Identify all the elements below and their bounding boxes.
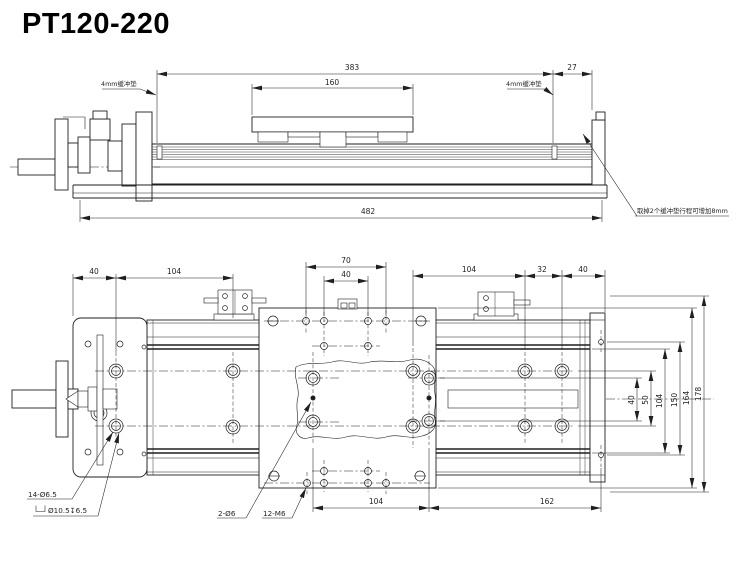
sensor-wire — [63, 116, 86, 129]
pin-holes-label: 2-Ø6 — [218, 509, 236, 518]
switch-pin — [513, 299, 531, 306]
dim-right-104: 104 — [655, 394, 664, 409]
bearing-block — [77, 136, 91, 174]
dim-top-right-104: 104 — [462, 265, 477, 274]
dim-top-mid-70: 70 — [341, 256, 351, 265]
handwheel-shaft-plan — [11, 389, 57, 409]
dim-top-left-40: 40 — [89, 267, 99, 276]
sensor-vane — [337, 298, 358, 310]
counterbore-count-label: 14-Ø6.5 — [28, 490, 57, 499]
side-view-carriage — [251, 116, 414, 148]
dim-top-left-104: 104 — [167, 267, 182, 276]
side-view-motor-assembly — [10, 110, 160, 202]
end-cap-side — [591, 119, 606, 186]
dim-bottom-104: 104 — [369, 497, 384, 506]
buffer-left-leader — [139, 88, 157, 96]
plan-view: 40 104 70 40 104 32 40 104 162 — [11, 256, 714, 519]
dim-top-right-32: 32 — [537, 265, 547, 274]
carriage-plate — [258, 307, 437, 489]
end-cap-step — [595, 111, 606, 121]
end-plate — [589, 312, 606, 483]
dim-right-178: 178 — [694, 387, 703, 402]
pin-hole — [426, 395, 432, 401]
handwheel-disc — [54, 118, 69, 191]
switch-body — [477, 291, 515, 317]
dim-overall-length: 383 — [345, 63, 360, 72]
coupling-plan — [102, 388, 118, 410]
dim-bottom-162: 162 — [540, 497, 555, 506]
switch-pin — [251, 297, 267, 304]
lock-knob-cap — [92, 110, 108, 120]
dim-end-gap: 27 — [567, 63, 577, 72]
dim-base-length: 482 — [361, 207, 376, 216]
side-view-dimensions: 383 27 160 482 4mm缓冲垫 4mm缓冲垫 取掉2个缓冲垫行程可增… — [79, 63, 729, 222]
plan-dimensions: 40 104 70 40 104 32 40 104 162 — [72, 256, 709, 512]
buffer-pad-left — [156, 145, 163, 160]
side-view-rail — [151, 111, 606, 186]
dim-table-length: 160 — [325, 78, 340, 87]
travel-note: 取掉2个缓冲垫行程可增加8mm — [637, 206, 728, 215]
drawing-title: PT120-220 — [22, 8, 170, 40]
handwheel-hub — [67, 142, 79, 168]
travel-note-leader — [582, 133, 638, 217]
base-slot — [447, 389, 579, 409]
hole-callouts: 14-Ø6.5 Ø10.5↧6.5 2-Ø6 12-M6 — [27, 401, 312, 519]
buffer-right-leader — [543, 86, 554, 96]
thread-holes-label: 12-M6 — [263, 509, 286, 518]
buffer-pad-right-label: 4mm缓冲垫 — [506, 79, 542, 88]
lock-knob-body — [89, 118, 111, 141]
counterbore-spec-leader — [97, 432, 120, 517]
handwheel-shaft — [17, 158, 56, 176]
side-view: 383 27 160 482 4mm缓冲垫 4mm缓冲垫 取掉2个缓冲垫行程可增… — [10, 63, 729, 222]
dim-top-mid-40: 40 — [341, 270, 351, 279]
plan-handwheel — [11, 334, 118, 466]
counterbore-spec-label: Ø10.5↧6.5 — [48, 506, 87, 515]
switch-pin — [203, 297, 219, 304]
dim-right-150: 150 — [670, 393, 679, 408]
plan-carriage — [258, 298, 437, 489]
buffer-pad-left-label: 4mm缓冲垫 — [101, 79, 137, 88]
limit-switch-left — [203, 289, 267, 321]
side-view-base-plate — [72, 184, 608, 199]
thread-holes-leader — [291, 487, 307, 519]
dim-right-164: 164 — [682, 391, 691, 406]
buffer-pad-right — [551, 145, 558, 160]
dim-top-right-40: 40 — [578, 265, 588, 274]
bearing-plate-plan — [96, 334, 104, 466]
counterbore-symbol-icon — [35, 505, 46, 512]
partial-view-boundary — [295, 358, 436, 439]
carriage-tongue — [319, 131, 347, 148]
counterbore-count-leader — [71, 431, 114, 500]
limit-switch-right — [473, 291, 531, 321]
motor-flange-side — [135, 111, 153, 202]
plan-centerlines — [95, 310, 602, 494]
plan-end-plate — [589, 312, 606, 483]
coupling-housing — [107, 140, 123, 172]
dim-right-50: 50 — [641, 395, 650, 405]
dim-right-40: 40 — [627, 395, 636, 405]
table-plate-side — [251, 116, 414, 133]
pin-holes-leader — [245, 401, 312, 519]
motor-plate-side — [121, 123, 137, 187]
